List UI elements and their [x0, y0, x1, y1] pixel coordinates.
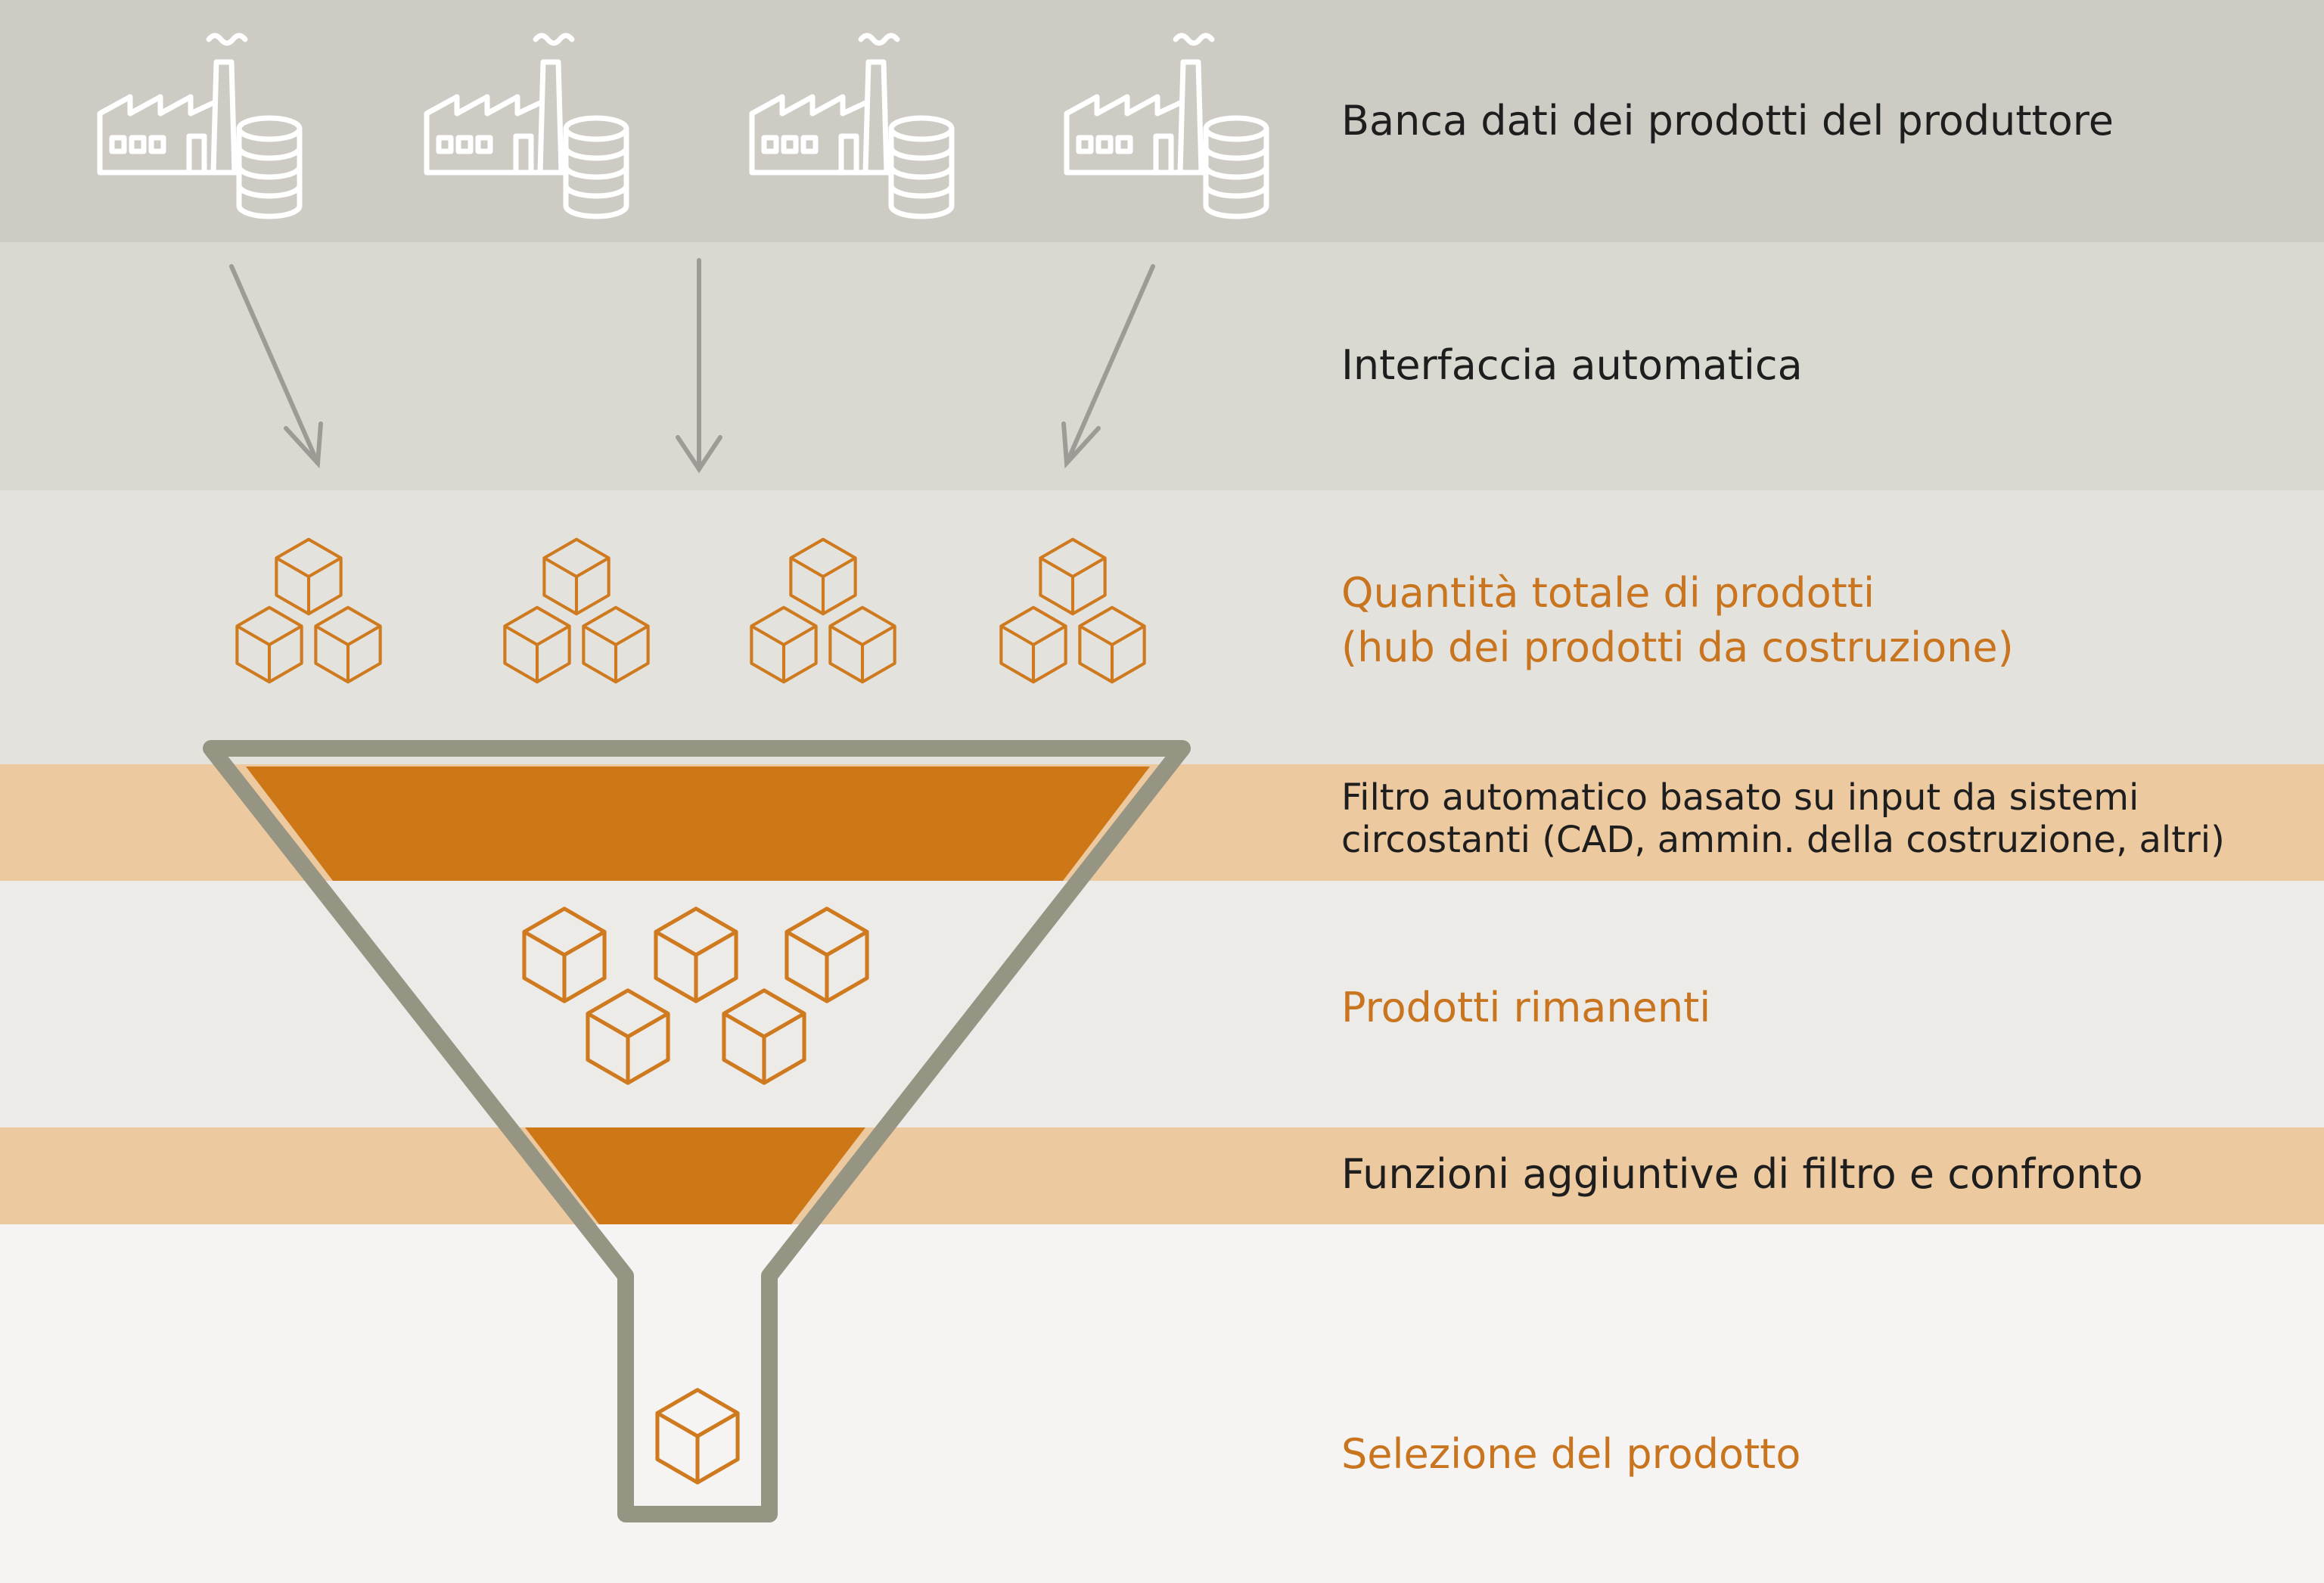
manufacturer-db-text: Banca dati dei prodotti del produttore: [1341, 97, 2114, 145]
band-remaining-products: [0, 881, 2324, 1127]
additional-functions-text: Funzioni aggiuntive di filtro e confront…: [1341, 1150, 2143, 1198]
label-product-selection: Selezione del prodotto: [1341, 1427, 1800, 1482]
total-quantity-line-2: (hub dei prodotti da costruzione): [1341, 624, 2014, 671]
cube-icon: [237, 540, 380, 682]
factory-database-icon: [1067, 36, 1266, 216]
label-automatic-filter: Filtro automatico basato su input da sis…: [1341, 776, 2225, 861]
factory-database-icon: [427, 36, 626, 216]
funnel-compare-fill: [525, 1127, 865, 1224]
arrow-down-icon: [676, 258, 722, 474]
arrow-down-icon: [229, 264, 323, 469]
band-manufacturer-db: [0, 0, 2324, 242]
band-total-quantity: [0, 490, 2324, 764]
cube-icon: [724, 991, 804, 1083]
cube-icon: [505, 540, 648, 682]
cube-icon: [751, 540, 894, 682]
label-manufacturer-db: Banca dati dei prodotti del produttore: [1341, 94, 2114, 148]
automatic-filter-line-2: circostanti (CAD, ammin. della costruzio…: [1341, 819, 2225, 861]
funnel-icon: [203, 740, 1191, 1522]
automatic-filter-line-1: Filtro automatico basato su input da sis…: [1341, 776, 2139, 819]
cube-icon: [657, 1390, 738, 1482]
cube-icon: [787, 909, 867, 1001]
cube-icon: [524, 909, 604, 1001]
cube-icon: [656, 909, 736, 1001]
band-automatic-interface: [0, 242, 2324, 490]
label-total-quantity: Quantità totale di prodotti (hub dei pro…: [1341, 566, 2014, 675]
cube-icon: [1001, 540, 1144, 682]
funnel-filter-fill: [246, 767, 1150, 881]
cube-icon: [588, 991, 668, 1083]
arrow-down-icon: [1061, 264, 1155, 469]
factory-database-icon: [100, 36, 300, 216]
label-automatic-interface: Interfaccia automatica: [1341, 338, 1803, 393]
band-additional-functions: [0, 1127, 2324, 1224]
remaining-products-text: Prodotti rimanenti: [1341, 984, 1711, 1031]
product-selection-text: Selezione del prodotto: [1341, 1430, 1801, 1478]
total-quantity-line-1: Quantità totale di prodotti: [1341, 569, 1875, 617]
label-remaining-products: Prodotti rimanenti: [1341, 981, 1710, 1035]
automatic-interface-text: Interfaccia automatica: [1341, 341, 1803, 389]
band-product-selection: [0, 1224, 2324, 1583]
label-additional-functions: Funzioni aggiuntive di filtro e confront…: [1341, 1147, 2143, 1202]
factory-database-icon: [752, 36, 952, 216]
